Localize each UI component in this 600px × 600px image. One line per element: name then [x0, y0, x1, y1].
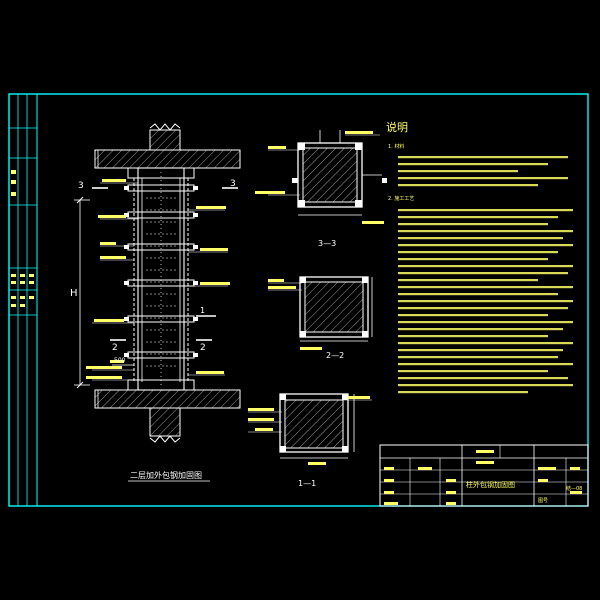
note-line — [398, 321, 573, 324]
note-line — [398, 251, 558, 254]
note-line — [398, 156, 568, 159]
dim-500-label: 500 — [114, 357, 126, 364]
note-line — [398, 230, 573, 233]
note-line — [398, 349, 563, 352]
section-2-2 — [268, 276, 373, 350]
approval-strip — [9, 127, 37, 316]
note-line — [398, 391, 528, 394]
note-line — [398, 265, 573, 268]
note-line — [398, 244, 573, 247]
section-1-1 — [248, 393, 372, 465]
note-line — [398, 377, 568, 380]
title-block — [379, 444, 589, 507]
note-line — [398, 209, 573, 212]
note-line — [398, 314, 548, 317]
notes-heading-2: 2. 施工工艺 — [388, 195, 414, 202]
note-line — [398, 384, 573, 387]
sheet-label: 图号 — [538, 498, 548, 504]
sheet-number: 结—08 — [566, 485, 582, 492]
note-line — [398, 184, 538, 187]
cut-mark-1: 1 — [200, 306, 205, 315]
notes-block: 说明 1. 材料 2. 施工工艺 — [386, 120, 573, 394]
note-line — [398, 300, 573, 303]
notes-heading-1: 1. 材料 — [388, 143, 404, 150]
note-line — [398, 163, 548, 166]
note-line — [398, 370, 548, 373]
sheet-frame — [8, 93, 589, 507]
dim-height-label: H — [70, 288, 78, 299]
section-3-3 — [255, 130, 387, 224]
cut-mark-3-left: 3 — [78, 181, 84, 191]
note-line — [398, 356, 558, 359]
note-line — [398, 223, 548, 226]
drawing-name: 柱外包钢加固图 — [466, 480, 515, 489]
note-line — [398, 216, 558, 219]
note-line — [398, 307, 568, 310]
note-line — [398, 279, 538, 282]
notes-text-lines — [398, 156, 573, 394]
notes-title: 说明 — [386, 120, 408, 134]
note-line — [398, 237, 563, 240]
note-line — [398, 363, 573, 366]
note-line — [398, 272, 568, 275]
cut-mark-2-right: 2 — [200, 343, 206, 353]
note-line — [398, 293, 558, 296]
note-line — [398, 258, 548, 261]
note-line — [398, 177, 568, 180]
cut-mark-2-left: 2 — [112, 343, 118, 353]
cut-mark-3-right: 3 — [230, 179, 236, 189]
column-elevation — [74, 123, 241, 443]
note-line — [398, 328, 563, 331]
note-line — [398, 335, 548, 338]
note-line — [398, 170, 518, 173]
main-view-title: 二层加外包钢加固图 — [130, 470, 202, 480]
section-3-title: 3—3 — [318, 239, 336, 248]
section-1-title: 1—1 — [298, 479, 316, 488]
section-2-title: 2—2 — [326, 351, 344, 360]
note-line — [398, 286, 573, 289]
note-line — [398, 342, 573, 345]
